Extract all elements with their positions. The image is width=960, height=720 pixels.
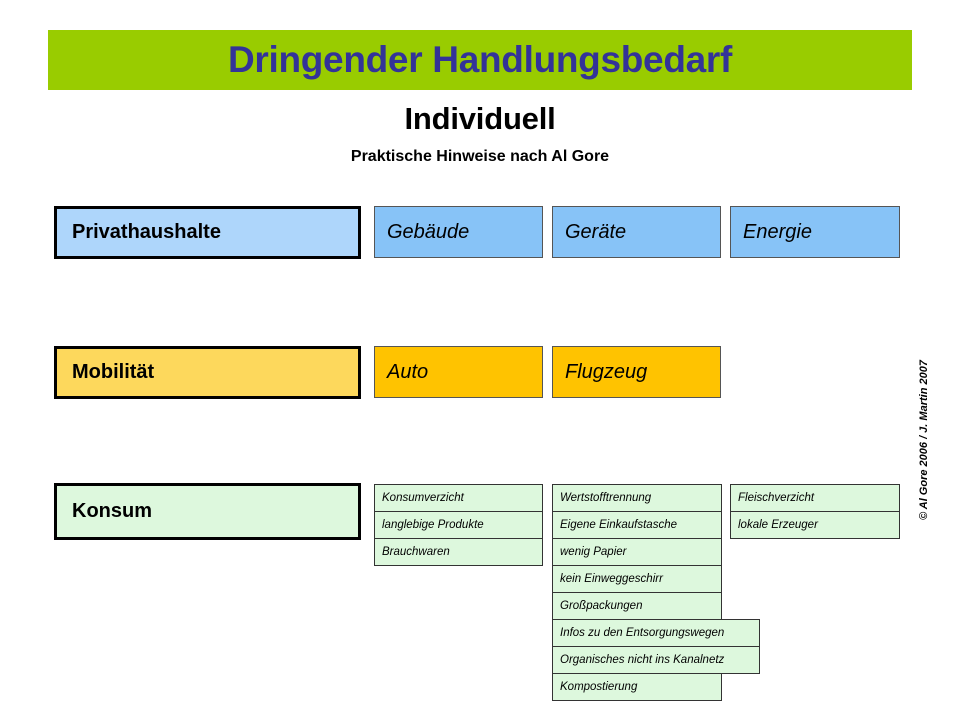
- sub-box-gebaeude[interactable]: Gebäude: [374, 206, 543, 258]
- list-item[interactable]: Konsumverzicht: [374, 484, 543, 512]
- list-item[interactable]: Fleischverzicht: [730, 484, 900, 512]
- sub-box-energie[interactable]: Energie: [730, 206, 900, 258]
- page-title: Dringender Handlungsbedarf: [227, 39, 733, 80]
- list-item[interactable]: lokale Erzeuger: [730, 511, 900, 539]
- sub-box-geraete[interactable]: Geräte: [552, 206, 721, 258]
- list-item[interactable]: Kompostierung: [552, 673, 722, 701]
- category-box-privathaushalte[interactable]: Privathaushalte: [54, 206, 361, 259]
- list-item[interactable]: Großpackungen: [552, 592, 722, 620]
- subtitle-sub: Praktische Hinweise nach Al Gore: [350, 148, 610, 165]
- category-box-konsum[interactable]: Konsum: [54, 483, 361, 540]
- list-item[interactable]: Brauchwaren: [374, 538, 543, 566]
- list-item[interactable]: Eigene Einkaufstasche: [552, 511, 722, 539]
- list-item[interactable]: langlebige Produkte: [374, 511, 543, 539]
- sub-box-flugzeug[interactable]: Flugzeug: [552, 346, 721, 398]
- copyright-notice: © Al Gore 2006 / J. Martin 2007: [918, 360, 930, 520]
- list-item[interactable]: kein Einweggeschirr: [552, 565, 722, 593]
- category-box-mobilitaet[interactable]: Mobilität: [54, 346, 361, 399]
- header-band: [48, 30, 912, 90]
- subtitle-main: Individuell: [404, 101, 556, 136]
- list-item[interactable]: Infos zu den Entsorgungswegen: [552, 619, 760, 647]
- list-item[interactable]: Wertstofftrennung: [552, 484, 722, 512]
- list-item[interactable]: Organisches nicht ins Kanalnetz: [552, 646, 760, 674]
- sub-box-auto[interactable]: Auto: [374, 346, 543, 398]
- list-item[interactable]: wenig Papier: [552, 538, 722, 566]
